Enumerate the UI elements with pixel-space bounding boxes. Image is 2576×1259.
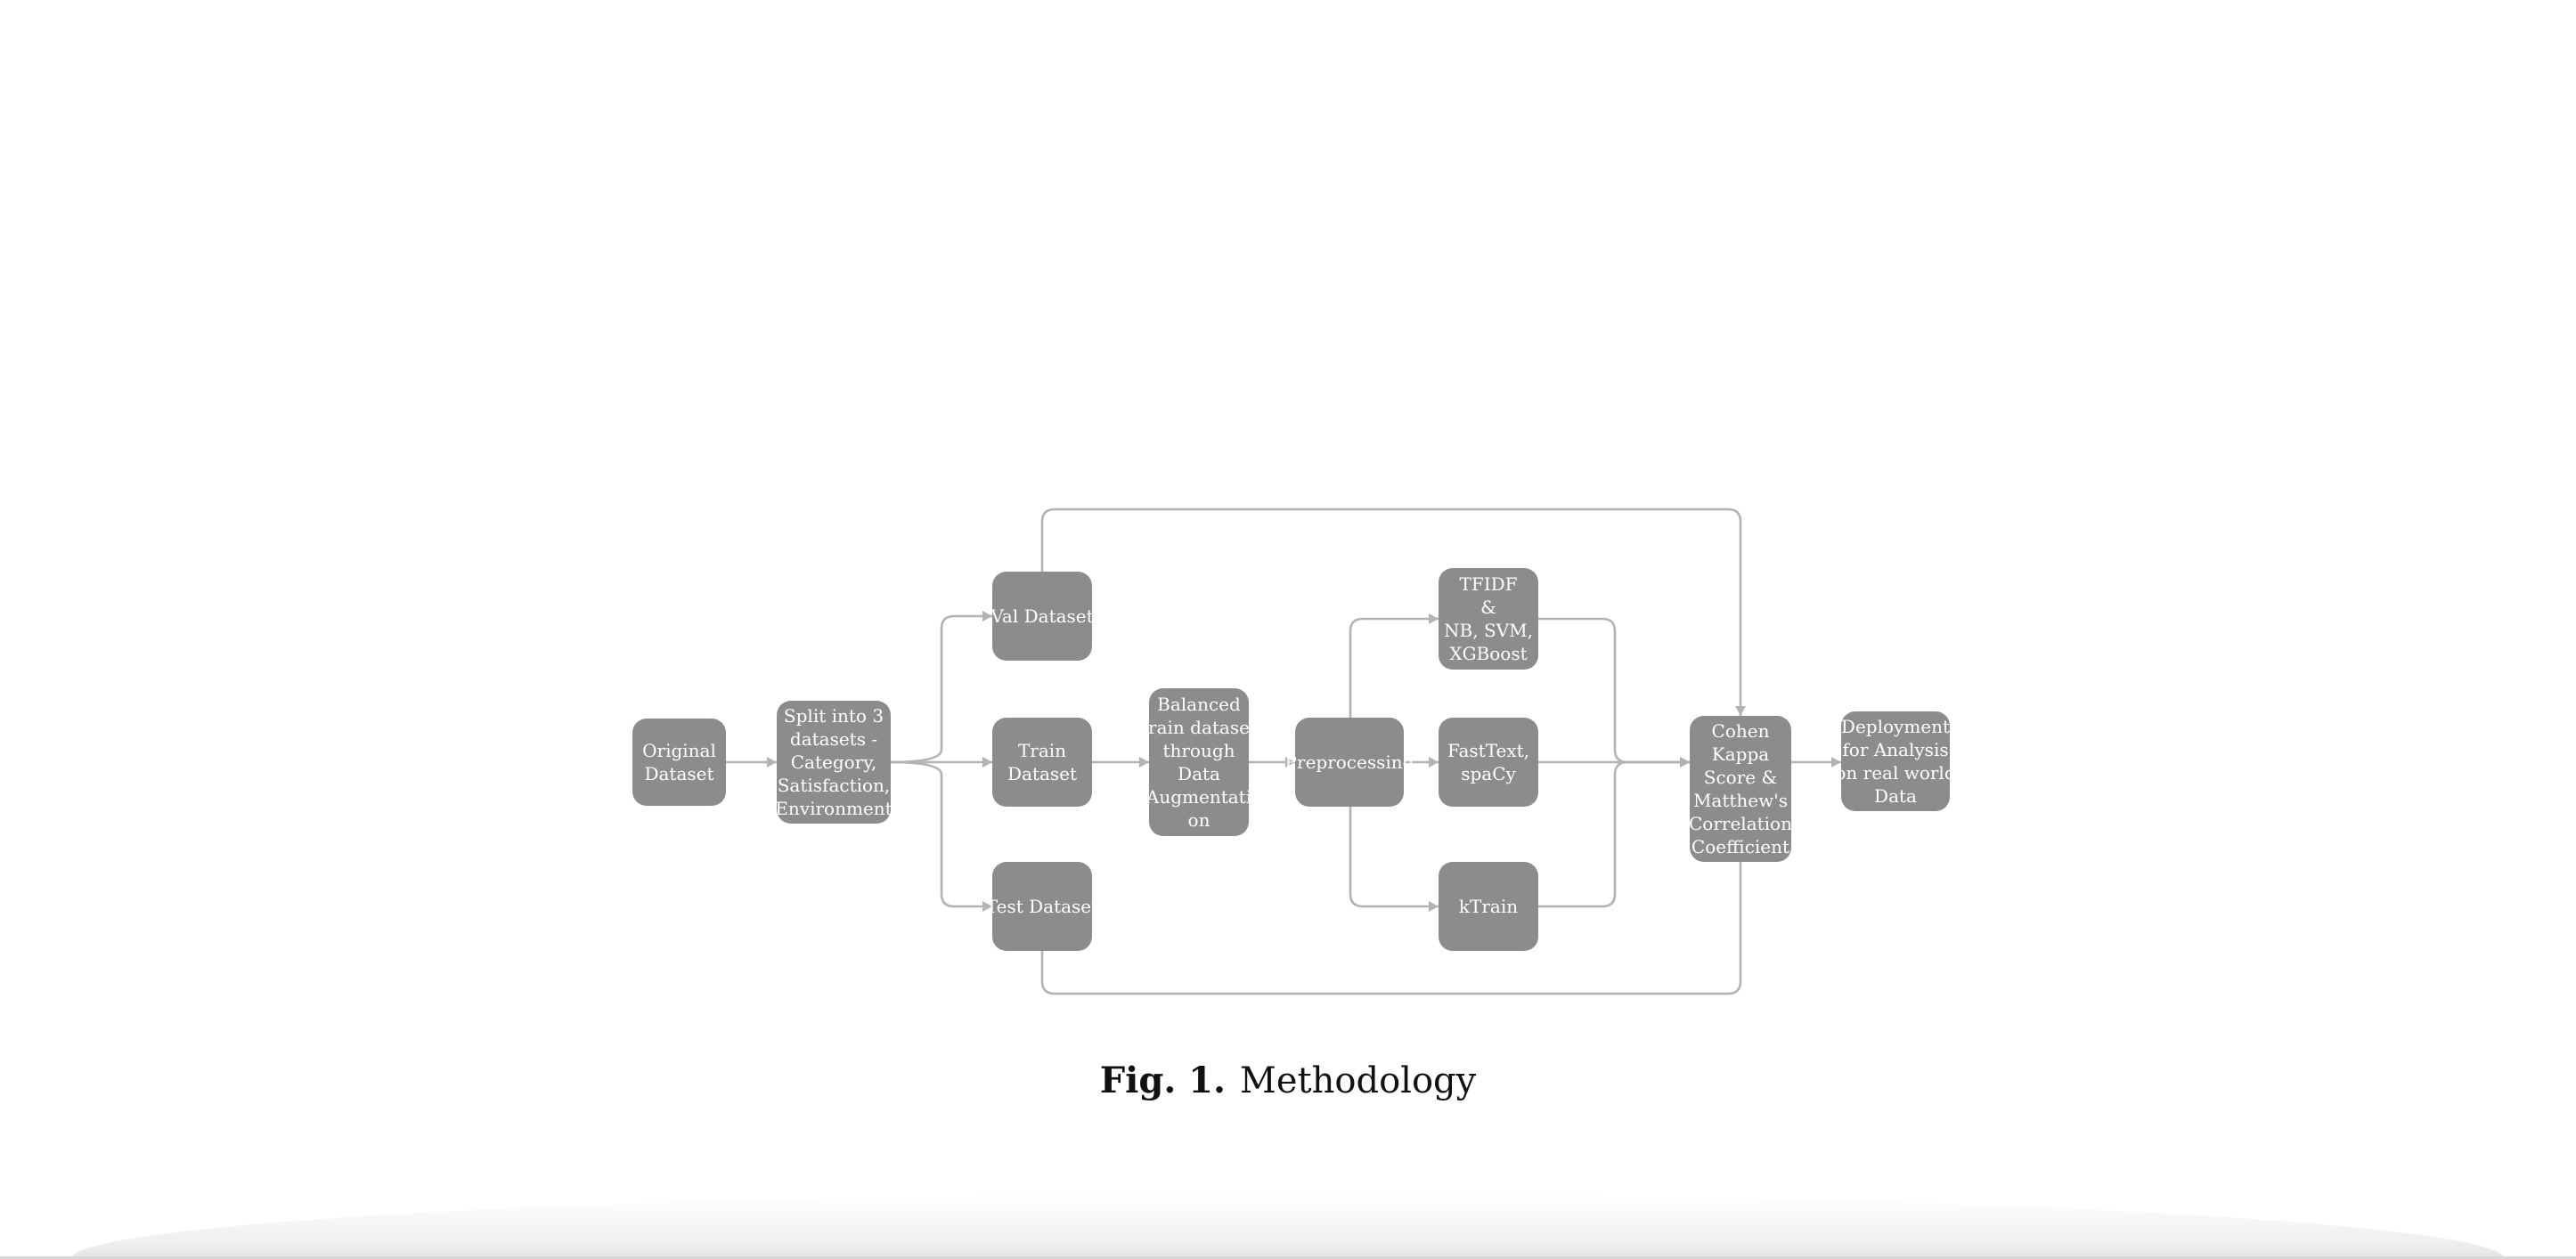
node-label-cohen-line-4: Correlation (1689, 813, 1792, 834)
node-ktrain: kTrain (1439, 862, 1538, 951)
node-test: Test Dataset (986, 862, 1098, 951)
node-preprocessing: Preprocessing (1285, 718, 1414, 807)
node-label-cohen-line-2: Score & (1704, 767, 1778, 788)
arrowhead-train-to-balanced (1139, 757, 1149, 768)
arrowhead-ktrain-to-cohen (1680, 757, 1690, 768)
node-label-original-line-0: Original (642, 740, 716, 761)
node-tfidf: TFIDF&NB, SVM,XGBoost (1439, 568, 1538, 670)
edge-split-to-val (889, 614, 994, 764)
node-fasttext: FastText,spaCy (1439, 718, 1538, 807)
node-label-split-line-4: Environment (775, 798, 892, 819)
node-label-deploy-line-1: for Analysis (1842, 739, 1948, 760)
node-label-deploy-line-2: on real world (1835, 762, 1955, 784)
node-box-cohen (1690, 716, 1791, 862)
caption-label: Fig. 1. (1099, 1060, 1226, 1101)
node-label-cohen-line-1: Kappa (1712, 743, 1769, 765)
edge-val-to-cohen (1040, 508, 1742, 718)
node-box-fasttext (1439, 718, 1538, 807)
node-box-test (992, 862, 1092, 951)
node-label-cohen-line-5: Coefficient (1692, 836, 1789, 857)
edge-ktrain-to-cohen (1537, 760, 1692, 908)
node-label-balanced-line-5: on (1188, 809, 1211, 831)
node-box-balanced (1149, 688, 1249, 836)
node-label-split-line-3: Satisfaction, (778, 775, 891, 796)
edge-preprocessing-to-ktrain (1349, 805, 1440, 908)
arrowhead-split-to-train (982, 757, 992, 768)
node-box-val (992, 572, 1092, 661)
node-label-balanced-line-4: Augmentati (1145, 786, 1251, 808)
node-label-tfidf-line-3: XGBoost (1449, 643, 1527, 664)
node-label-tfidf-line-0: TFIDF (1459, 573, 1517, 595)
caption-text: Methodology (1239, 1060, 1477, 1101)
node-label-train-line-0: Train (1018, 740, 1066, 761)
node-label-preprocessing-line-0: Preprocessing (1285, 751, 1414, 773)
figure-caption: Fig. 1. Methodology (0, 1060, 2576, 1101)
node-label-cohen-line-0: Cohen (1712, 720, 1770, 742)
arrowhead-cohen-to-deploy (1831, 757, 1841, 768)
node-label-test-line-0: Test Dataset (986, 896, 1098, 917)
node-label-balanced-line-0: Balanced (1157, 694, 1241, 715)
node-label-ktrain-line-0: kTrain (1459, 896, 1518, 917)
node-label-train-line-1: Dataset (1007, 763, 1077, 784)
node-box-train (992, 718, 1092, 807)
node-label-tfidf-line-1: & (1480, 597, 1496, 618)
node-box-split (777, 701, 891, 824)
node-label-split-line-2: Category, (791, 751, 877, 773)
edge-preprocessing-to-tfidf (1349, 617, 1440, 719)
node-label-split-line-0: Split into 3 (784, 705, 884, 727)
node-label-cohen-line-3: Matthew's (1693, 790, 1788, 811)
arrowhead-preprocessing-to-ktrain (1429, 901, 1439, 912)
edges-layer (724, 508, 1843, 995)
node-box-ktrain (1439, 862, 1538, 951)
node-label-balanced-line-1: train dataset (1141, 717, 1257, 738)
node-label-fasttext-line-0: FastText, (1447, 740, 1529, 761)
arrowhead-split-to-val (982, 611, 992, 621)
node-label-deploy-line-3: Data (1874, 785, 1917, 807)
node-val: Val Dataset (990, 572, 1094, 661)
node-box-deploy (1841, 711, 1950, 811)
node-label-deploy-line-0: Deployment (1841, 716, 1950, 737)
edge-split-to-test (889, 760, 994, 908)
node-label-tfidf-line-2: NB, SVM, (1444, 620, 1533, 641)
node-label-balanced-line-2: through (1162, 740, 1235, 761)
arrowhead-original-to-split (767, 757, 777, 768)
node-label-val-line-0: Val Dataset (990, 605, 1093, 627)
arrowhead-preprocessing-to-fasttext (1429, 757, 1439, 768)
node-label-fasttext-line-1: spaCy (1461, 763, 1516, 784)
edge-tfidf-to-cohen (1537, 617, 1692, 764)
arrowhead-val-to-cohen (1735, 706, 1746, 716)
node-box-tfidf (1439, 568, 1538, 670)
arrowhead-preprocessing-to-tfidf (1429, 613, 1439, 624)
node-box-preprocessing (1295, 718, 1404, 807)
arrowhead-balanced-to-preprocessing (1285, 757, 1295, 768)
node-label-balanced-line-3: Data (1178, 763, 1220, 784)
node-label-split-line-1: datasets - (790, 728, 877, 750)
node-box-original (632, 719, 726, 806)
page-bottom-border (0, 1256, 2576, 1259)
node-label-original-line-1: Dataset (644, 763, 713, 784)
edge-test-to-cohen (1040, 860, 1742, 995)
arrowhead-split-to-test (982, 901, 992, 912)
